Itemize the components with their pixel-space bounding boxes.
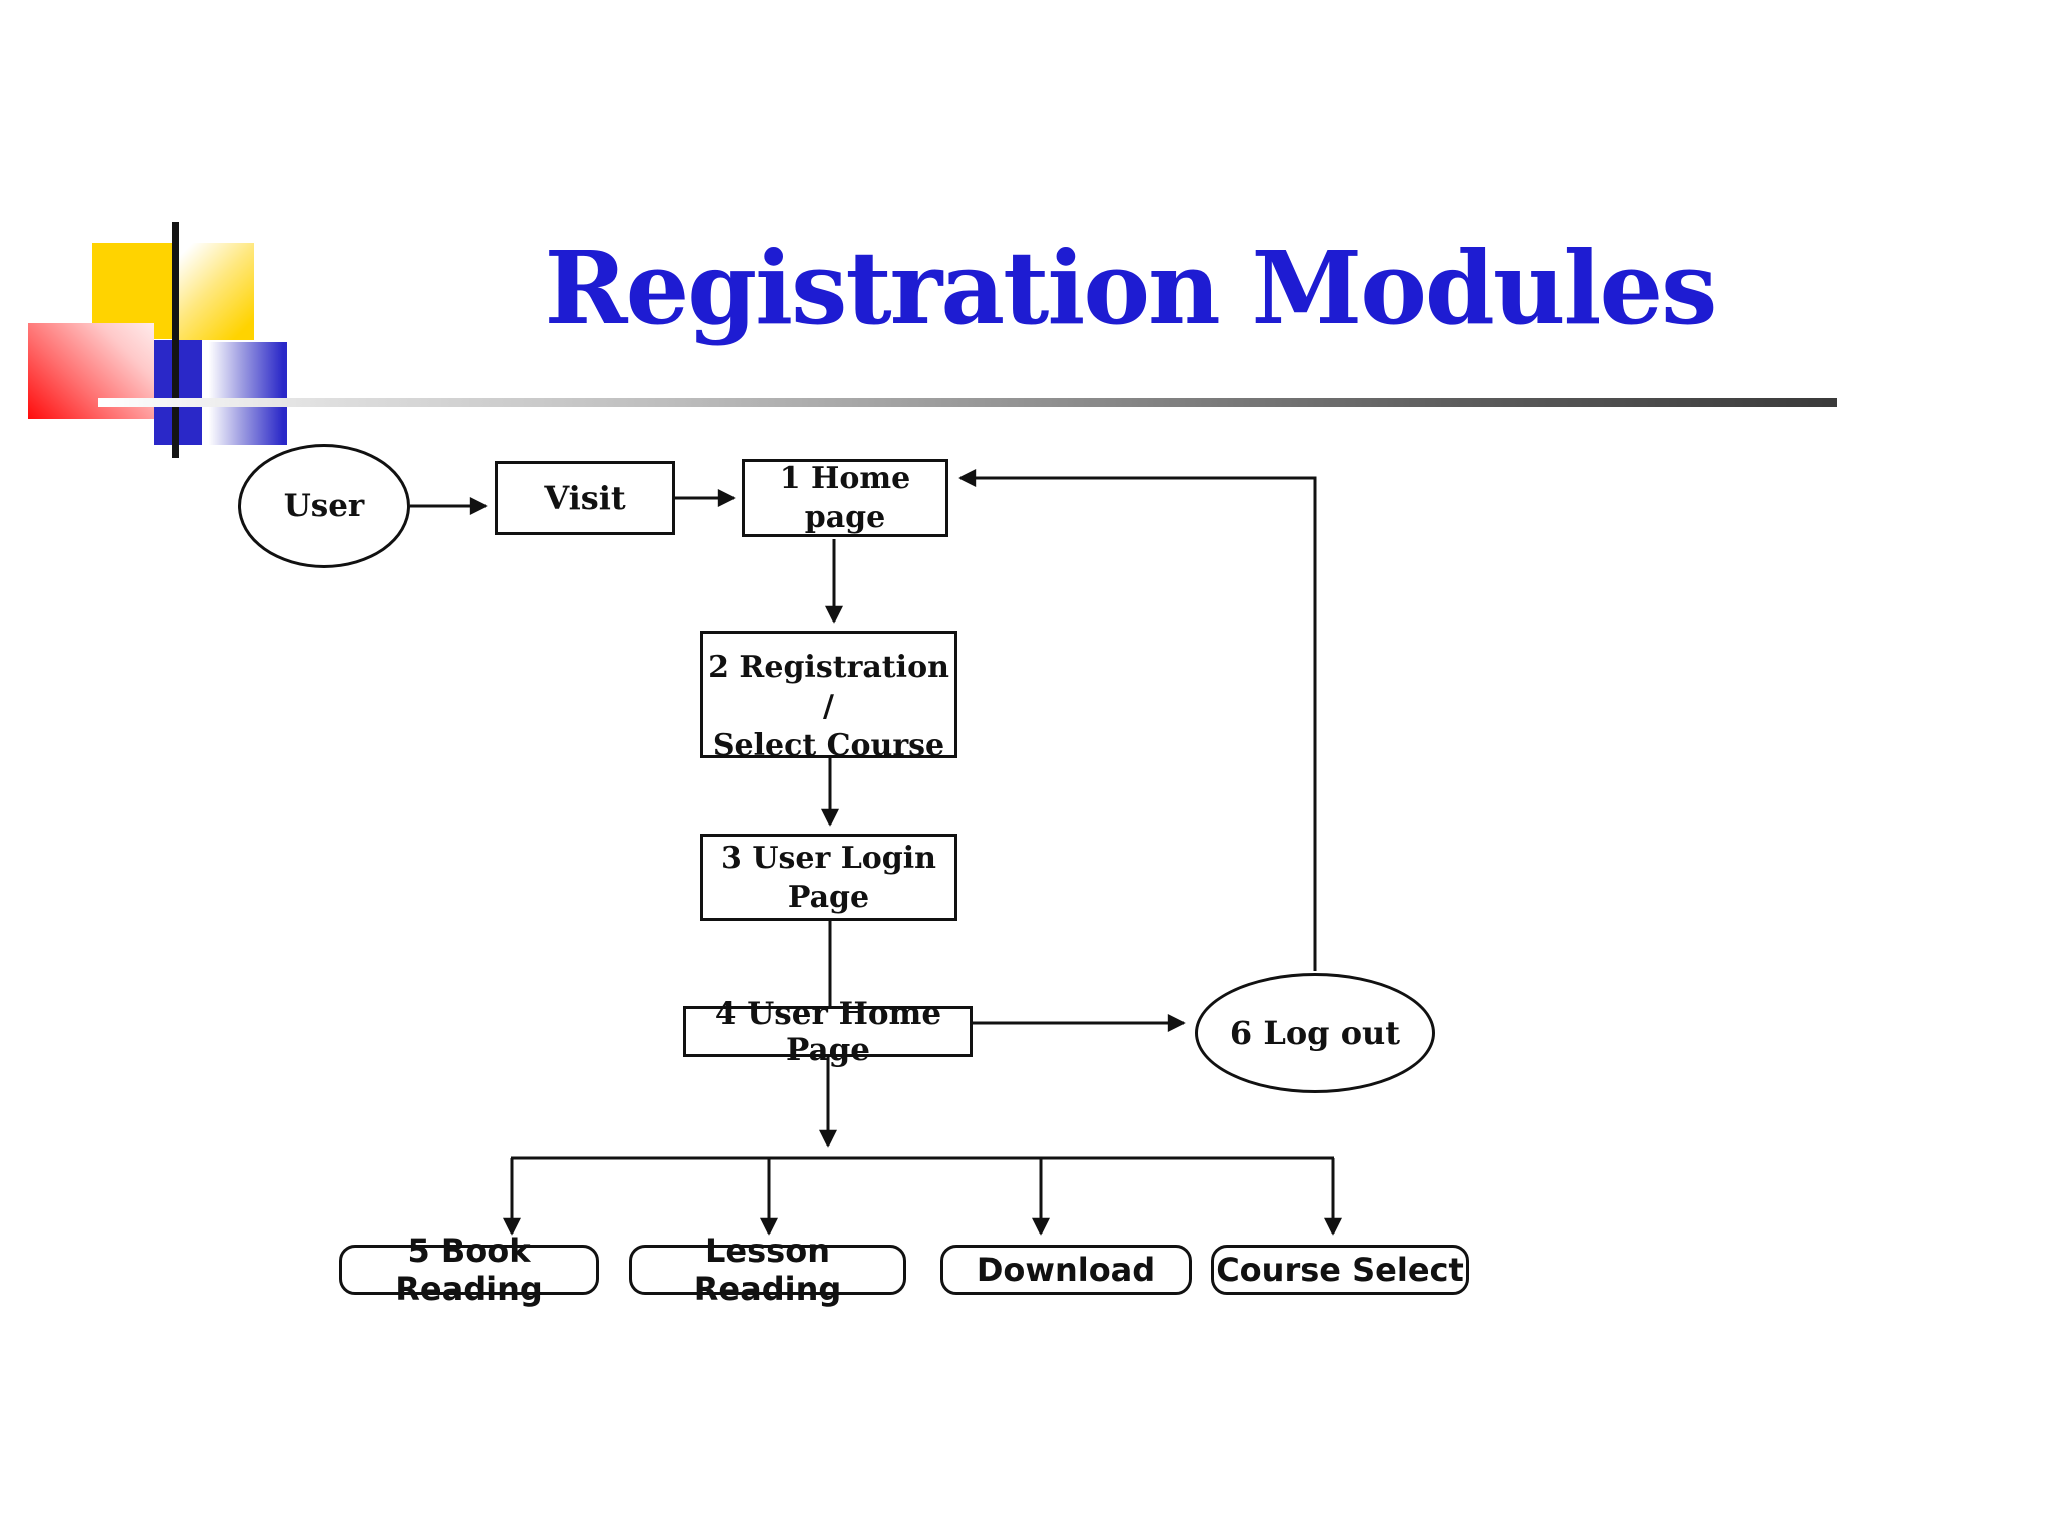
node-visit: Visit [495,461,675,535]
node-course-select-label: Course Select [1216,1251,1464,1289]
logo-yellow-gradient-square [179,243,254,340]
node-user: User [238,444,410,568]
page-title: Registration Modules [544,229,1718,347]
node-home-page: 1 Home page [742,459,948,537]
node-visit-label: Visit [544,479,626,517]
logo-blue-gradient-square [207,342,287,445]
node-home-page-line1: 1 Home [779,461,911,496]
node-user-home-page-label: 4 User Home Page [714,995,942,1068]
node-registration-line2: Select Course [712,728,945,763]
node-user-label: User [283,488,365,524]
node-lesson-reading: Lesson Reading [629,1232,906,1308]
node-download: Download [940,1245,1192,1295]
node-registration-line1: 2 Registration / [708,650,949,724]
node-registration: 2 Registration / Select Course [700,631,957,763]
arrow-logout-to-home [958,469,1317,971]
node-lesson-reading-label: Lesson Reading [693,1232,842,1308]
title-divider-rule [98,398,1837,407]
logo-vertical-bar [172,222,179,458]
node-log-out-label: 6 Log out [1229,1014,1401,1052]
node-user-login-line1: 3 User Login [721,840,936,876]
node-user-login: 3 User Login Page [700,834,957,921]
node-registration-label: 2 Registration / Select Course [703,648,954,765]
node-user-home-page: 4 User Home Page [683,996,973,1068]
node-log-out: 6 Log out [1195,973,1435,1093]
node-book-reading: 5 Book Reading [339,1232,599,1308]
node-book-reading-label: 5 Book Reading [395,1232,543,1308]
node-user-login-line2: Page [787,879,870,915]
node-home-page-label: 1 Home page [780,459,911,537]
node-course-select: Course Select [1211,1245,1469,1295]
node-home-page-line2: page [804,500,886,535]
node-user-login-label: 3 User Login Page [721,839,936,917]
node-download-label: Download [976,1251,1156,1289]
